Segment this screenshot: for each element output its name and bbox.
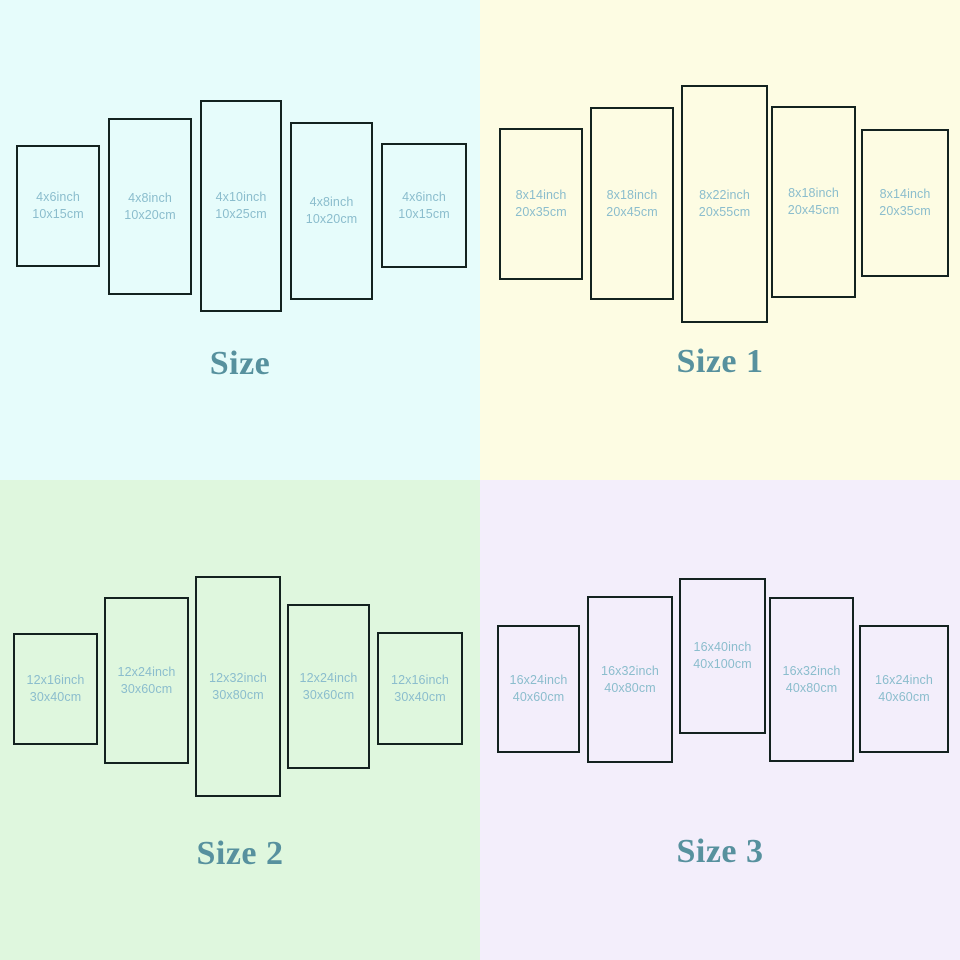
panel-size-label: 8x22inch 20x55cm bbox=[699, 187, 750, 221]
panel-size-inches: 12x24inch bbox=[117, 664, 176, 679]
quadrant-title-size-2: Size 2 bbox=[196, 835, 284, 872]
panel-size-label: 8x18inch 20x45cm bbox=[788, 185, 839, 219]
panel-size-label: 4x8inch 10x20cm bbox=[124, 190, 175, 224]
canvas-panel[interactable]: 12x24inch 30x60cm bbox=[104, 597, 189, 764]
panel-size-label: 16x32inch 40x80cm bbox=[783, 663, 841, 697]
panel-size-centimeters: 20x45cm bbox=[787, 203, 840, 217]
canvas-panel[interactable]: 8x22inch 20x55cm bbox=[681, 85, 768, 323]
panel-size-inches: 16x24inch bbox=[875, 673, 933, 687]
canvas-panel[interactable]: 12x16inch 30x40cm bbox=[377, 632, 463, 745]
panel-size-label: 12x16inch 30x40cm bbox=[391, 672, 449, 706]
panel-size-label: 4x6inch 10x15cm bbox=[32, 189, 83, 223]
panel-size-centimeters: 10x15cm bbox=[32, 207, 84, 221]
panel-size-centimeters: 40x100cm bbox=[693, 657, 752, 671]
quadrant-title-size-3: Size 3 bbox=[676, 833, 764, 870]
panel-size-label: 8x18inch 20x45cm bbox=[606, 187, 657, 221]
panel-size-inches: 8x18inch bbox=[606, 187, 658, 202]
panel-size-centimeters: 30x80cm bbox=[212, 687, 264, 702]
panel-size-label: 4x10inch 10x25cm bbox=[215, 189, 266, 223]
canvas-panel[interactable]: 8x18inch 20x45cm bbox=[590, 107, 674, 300]
canvas-panel[interactable]: 12x16inch 30x40cm bbox=[13, 633, 98, 745]
panel-size-inches: 16x32inch bbox=[601, 663, 659, 678]
quadrant-size[interactable]: 4x6inch 10x15cm 4x8inch 10x20cm 4x10inch 10x2… bbox=[0, 0, 480, 480]
panel-size-centimeters: 30x40cm bbox=[394, 689, 446, 704]
panel-size-centimeters: 20x55cm bbox=[698, 205, 751, 219]
panel-size-centimeters: 10x20cm bbox=[305, 212, 358, 226]
quadrant-size-2[interactable]: 12x16inch 30x40cm 12x24inch 30x60cm 12x32inc… bbox=[0, 480, 480, 960]
canvas-panel[interactable]: 16x32inch 40x80cm bbox=[587, 596, 673, 763]
panel-size-label: 4x6inch 10x15cm bbox=[398, 189, 449, 223]
panel-size-label: 16x32inch 40x80cm bbox=[601, 663, 659, 697]
quadrant-title-size: Size bbox=[209, 345, 271, 382]
panel-size-label: 4x8inch 10x20cm bbox=[306, 194, 357, 228]
panel-size-inches: 12x16inch bbox=[26, 673, 85, 687]
panel-size-label: 12x32inch 30x80cm bbox=[209, 670, 267, 704]
quadrant-title-size-1: Size 1 bbox=[676, 343, 764, 380]
panel-size-centimeters: 20x35cm bbox=[515, 205, 567, 219]
panel-size-inches: 12x24inch bbox=[299, 670, 358, 685]
panel-size-label: 12x24inch 30x60cm bbox=[300, 670, 358, 704]
canvas-panel[interactable]: 8x14inch 20x35cm bbox=[499, 128, 583, 280]
panel-size-inches: 8x14inch bbox=[515, 188, 567, 202]
panel-size-inches: 4x6inch bbox=[402, 189, 446, 204]
canvas-panel[interactable]: 16x24inch 40x60cm bbox=[497, 625, 580, 753]
panel-size-centimeters: 30x60cm bbox=[120, 681, 173, 696]
panel-group-size-2: 12x16inch 30x40cm 12x24inch 30x60cm 12x32inc… bbox=[0, 480, 480, 960]
panel-size-centimeters: 30x40cm bbox=[29, 690, 82, 704]
canvas-panel[interactable]: 12x24inch 30x60cm bbox=[287, 604, 370, 769]
panel-size-label: 8x14inch 20x35cm bbox=[879, 186, 930, 220]
panel-size-inches: 4x8inch bbox=[128, 190, 172, 205]
panel-size-centimeters: 40x60cm bbox=[878, 690, 930, 704]
panel-size-centimeters: 20x35cm bbox=[879, 204, 931, 218]
canvas-panel[interactable]: 4x8inch 10x20cm bbox=[290, 122, 373, 300]
panel-size-centimeters: 10x25cm bbox=[215, 207, 267, 221]
panel-size-label: 8x14inch 20x35cm bbox=[515, 187, 566, 221]
panel-size-label: 12x16inch 30x40cm bbox=[27, 672, 85, 706]
panel-size-centimeters: 30x60cm bbox=[302, 687, 355, 702]
canvas-panel[interactable]: 16x32inch 40x80cm bbox=[769, 597, 854, 762]
canvas-panel[interactable]: 4x6inch 10x15cm bbox=[16, 145, 100, 267]
canvas-panel[interactable]: 16x24inch 40x60cm bbox=[859, 625, 949, 753]
canvas-panel[interactable]: 4x10inch 10x25cm bbox=[200, 100, 282, 312]
canvas-panel[interactable]: 4x8inch 10x20cm bbox=[108, 118, 192, 295]
panel-size-centimeters: 40x80cm bbox=[604, 680, 656, 695]
panel-size-centimeters: 40x80cm bbox=[785, 680, 838, 695]
canvas-panel[interactable]: 16x40inch 40x100cm bbox=[679, 578, 766, 734]
panel-size-inches: 4x6inch bbox=[36, 190, 80, 204]
quadrant-size-1[interactable]: 8x14inch 20x35cm 8x18inch 20x45cm 8x22inch 20… bbox=[480, 0, 960, 480]
panel-size-inches: 16x24inch bbox=[509, 673, 568, 687]
panel-size-label: 12x24inch 30x60cm bbox=[118, 664, 176, 698]
panel-size-label: 16x40inch 40x100cm bbox=[693, 639, 751, 673]
panel-size-inches: 8x14inch bbox=[879, 187, 931, 201]
canvas-panel[interactable]: 12x32inch 30x80cm bbox=[195, 576, 281, 797]
panel-size-label: 16x24inch 40x60cm bbox=[510, 672, 568, 706]
panel-size-centimeters: 10x20cm bbox=[124, 207, 176, 222]
panel-size-inches: 16x40inch bbox=[693, 640, 752, 654]
panel-size-inches: 4x10inch bbox=[215, 190, 267, 204]
panel-size-inches: 4x8inch bbox=[309, 195, 354, 209]
quadrant-size-3[interactable]: 16x24inch 40x60cm 16x32inch 40x80cm 16x40inc… bbox=[480, 480, 960, 960]
panel-size-inches: 12x16inch bbox=[391, 672, 449, 687]
panel-size-label: 16x24inch 40x60cm bbox=[875, 672, 933, 706]
panel-size-centimeters: 10x15cm bbox=[398, 206, 450, 221]
panel-size-inches: 8x18inch bbox=[788, 186, 839, 200]
canvas-panel[interactable]: 8x18inch 20x45cm bbox=[771, 106, 856, 298]
canvas-panel[interactable]: 4x6inch 10x15cm bbox=[381, 143, 467, 268]
panel-group-size-1: 8x14inch 20x35cm 8x18inch 20x45cm 8x22inch 20… bbox=[480, 0, 960, 480]
panel-size-inches: 12x32inch bbox=[209, 670, 267, 685]
panel-size-inches: 16x32inch bbox=[782, 663, 841, 678]
panel-size-centimeters: 40x60cm bbox=[512, 690, 565, 704]
canvas-panel[interactable]: 8x14inch 20x35cm bbox=[861, 129, 949, 277]
panel-size-inches: 8x22inch bbox=[699, 188, 750, 202]
panel-group-size-3: 16x24inch 40x60cm 16x32inch 40x80cm 16x40inc… bbox=[480, 480, 960, 960]
panel-size-centimeters: 20x45cm bbox=[606, 204, 658, 219]
panel-group-size: 4x6inch 10x15cm 4x8inch 10x20cm 4x10inch 10x2… bbox=[0, 0, 480, 480]
